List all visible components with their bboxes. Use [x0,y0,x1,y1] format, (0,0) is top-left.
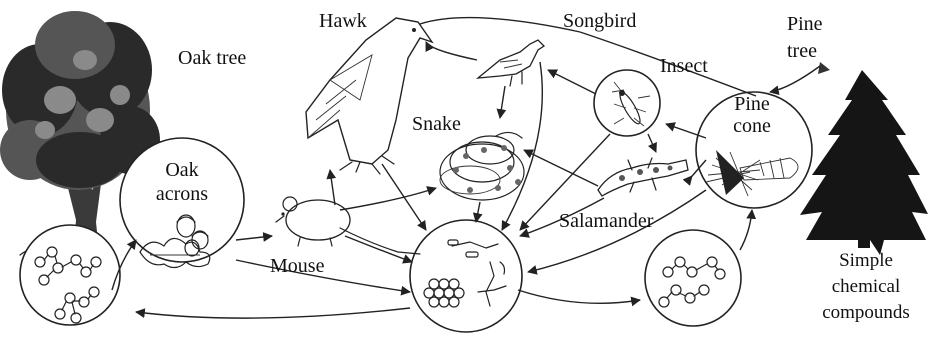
hawk-label: Hawk [319,10,367,32]
decomposers-circle [410,220,522,332]
mouse-drawing [276,197,420,254]
songbird-label: Songbird [563,10,636,32]
mouse-label: Mouse [270,255,325,277]
salamander-label: Salamander [559,210,654,232]
oak-tree-label: Oak tree [178,47,246,69]
songbird-drawing [478,40,544,86]
pine-tree-illustration [800,62,928,255]
snake-label: Snake [412,113,461,135]
salamander-drawing [598,158,688,196]
decomposed-compounds-left-circle [20,225,120,325]
simple-compounds-label-line1: Simple [839,250,893,271]
insect-circle [594,70,660,136]
pine-cone-label-line1: Pine [734,93,770,115]
hawk-drawing [306,18,432,174]
snake-drawing [440,132,524,200]
decomposed-compounds-right-circle [645,230,741,326]
oak-acorns-label-line2: acrons [156,183,208,205]
pine-cone-label-line2: cone [733,115,771,137]
simple-compounds-label-line2: chemical [832,276,901,297]
insect-label: Insect [660,55,708,77]
pine-tree-label-line2: tree [787,40,817,62]
oak-acorns-label-line1: Oak [165,159,198,181]
pine-tree-label-line1: Pine [787,13,823,35]
simple-compounds-label-line3: compounds [822,302,910,323]
